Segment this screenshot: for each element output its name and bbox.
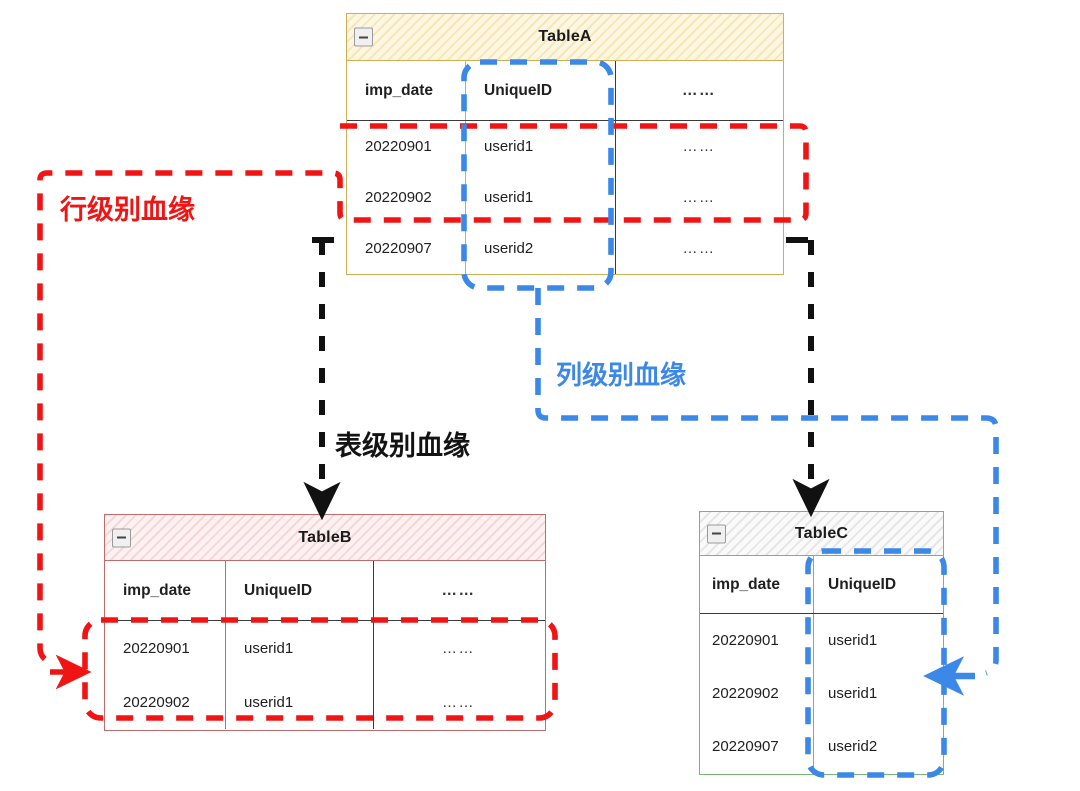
col-header-uniqueid: UniqueID: [465, 61, 615, 120]
table-card-b[interactable]: TableB imp_date UniqueID …… 20220901 use…: [104, 514, 546, 731]
table-c-grid: imp_date UniqueID 20220901 userid1 20220…: [700, 556, 943, 774]
table-c-header-row: imp_date UniqueID: [700, 556, 943, 614]
cell-ellipsis: ……: [615, 172, 782, 223]
col-header-ellipsis: ……: [615, 61, 782, 120]
table-row: 20220907 userid2: [700, 720, 943, 773]
cell-imp-date: 20220901: [712, 632, 779, 649]
table-row: 20220901 userid1 ……: [105, 621, 545, 675]
col-header-ellipsis: ……: [373, 561, 543, 620]
cell-imp-date: 20220902: [365, 189, 432, 206]
table-a-header-row: imp_date UniqueID ……: [347, 61, 783, 121]
cell-imp-date: 20220902: [123, 693, 190, 711]
minus-icon[interactable]: [112, 528, 131, 547]
table-row: 20220901 userid1 ……: [347, 121, 783, 172]
table-row: 20220902 userid1: [700, 667, 943, 720]
table-b-title: TableB: [298, 528, 352, 546]
cell-ellipsis: ……: [373, 621, 543, 675]
cell-uniqueid: userid2: [465, 223, 615, 274]
col-header-imp-date: imp_date: [365, 81, 434, 99]
table-a-header: TableA: [347, 14, 783, 61]
table-c-header: TableC: [700, 512, 943, 556]
table-b-header-row: imp_date UniqueID ……: [105, 561, 545, 621]
table-row: 20220901 userid1: [700, 614, 943, 667]
table-card-a[interactable]: TableA imp_date UniqueID …… 20220901 use…: [346, 13, 784, 275]
cell-imp-date: 20220902: [712, 685, 779, 702]
label-table-level-lineage: 表级别血缘: [335, 431, 470, 461]
cell-imp-date: 20220907: [712, 738, 779, 755]
cell-uniqueid: userid2: [813, 720, 943, 773]
minus-icon[interactable]: [707, 524, 726, 543]
cell-uniqueid: userid1: [465, 172, 615, 223]
table-c-title: TableC: [794, 524, 849, 542]
cell-uniqueid: userid1: [225, 621, 373, 675]
table-row: 20220902 userid1 ……: [347, 172, 783, 223]
cell-ellipsis: ……: [373, 675, 543, 729]
col-header-uniqueid: UniqueID: [225, 561, 373, 620]
cell-imp-date: 20220901: [365, 138, 432, 155]
minus-icon[interactable]: [354, 27, 373, 47]
table-row: 20220902 userid1 ……: [105, 675, 545, 729]
label-column-level-lineage: 列级别血缘: [556, 360, 687, 390]
cell-uniqueid: userid1: [813, 614, 943, 667]
cell-ellipsis: ……: [615, 223, 782, 274]
table-a-grid: imp_date UniqueID …… 20220901 userid1 ………: [347, 61, 783, 274]
col-header-imp-date: imp_date: [123, 581, 192, 599]
cell-uniqueid: userid1: [813, 667, 943, 720]
table-row: 20220907 userid2 ……: [347, 223, 783, 274]
cell-uniqueid: userid1: [225, 675, 373, 729]
cell-imp-date: 20220907: [365, 240, 432, 257]
table-card-c[interactable]: TableC imp_date UniqueID 20220901 userid…: [699, 511, 944, 775]
cell-ellipsis: ……: [615, 121, 782, 172]
label-row-level-lineage: 行级别血缘: [60, 195, 195, 225]
col-header-imp-date: imp_date: [712, 575, 781, 593]
cell-imp-date: 20220901: [123, 639, 190, 657]
table-b-header: TableB: [105, 515, 545, 561]
table-a-title: TableA: [538, 28, 592, 45]
col-header-uniqueid: UniqueID: [813, 556, 943, 613]
cell-uniqueid: userid1: [465, 121, 615, 172]
table-b-grid: imp_date UniqueID …… 20220901 userid1 ………: [105, 561, 545, 730]
